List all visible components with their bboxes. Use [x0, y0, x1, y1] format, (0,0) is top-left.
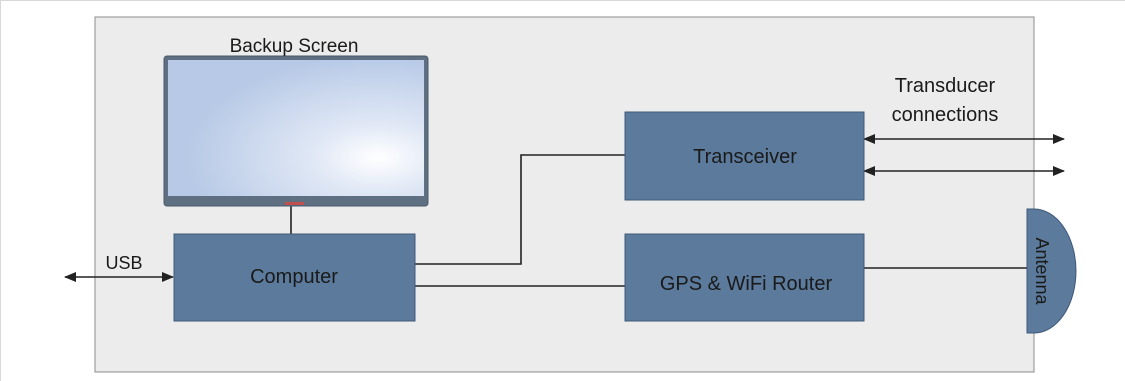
power-led: [285, 202, 304, 205]
computer-label: Computer: [250, 266, 338, 288]
transducer-label-line2: connections: [892, 104, 999, 126]
backup-screen: [163, 55, 429, 207]
backup-screen-label: Backup Screen: [230, 36, 359, 57]
transceiver-label: Transceiver: [693, 146, 797, 168]
computer-block: Computer: [173, 233, 416, 322]
antenna-label: Antenna: [1032, 237, 1052, 305]
wire-computer-to-transceiver: [415, 154, 625, 265]
page-top-border: [0, 0, 1125, 1]
transceiver-block: Transceiver: [624, 111, 865, 201]
transceiver-box: [624, 111, 865, 201]
gps-router-label: GPS & WiFi Router: [660, 273, 833, 295]
gps-router-block: GPS & WiFi Router: [624, 233, 865, 322]
wires: [290, 154, 1027, 287]
page-left-border: [0, 0, 1, 381]
transducer-label-line1: Transducer: [895, 75, 996, 97]
antenna-dome: [1026, 208, 1077, 334]
computer-box: [173, 233, 416, 322]
gps-router-box: [624, 233, 865, 322]
usb-label: USB: [105, 253, 142, 273]
screen-glass: [168, 60, 424, 196]
antenna: Antenna: [1026, 208, 1077, 334]
